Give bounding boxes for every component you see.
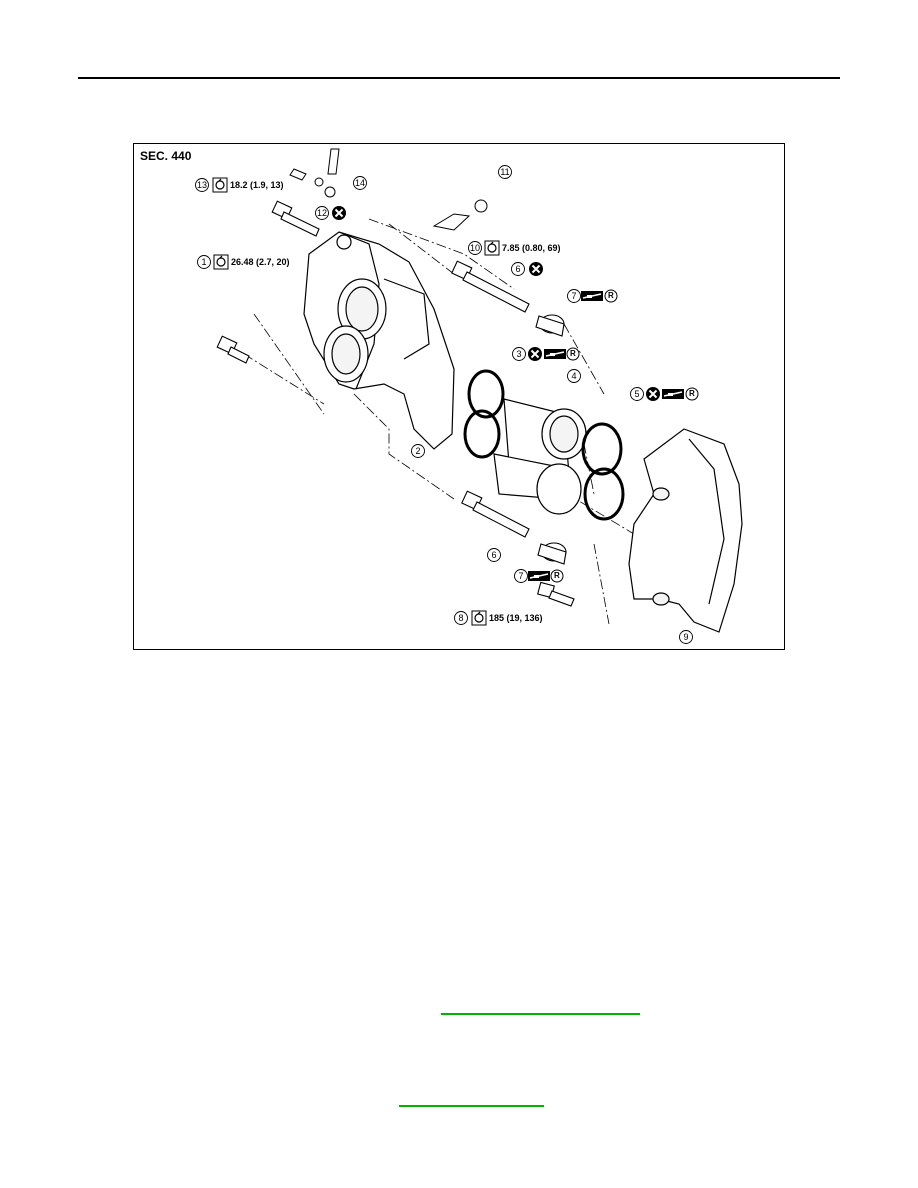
discard-icon <box>645 386 661 402</box>
callout-11: 11 <box>500 167 509 177</box>
torque-icon <box>212 177 228 193</box>
callout-6a: 6 <box>515 264 520 274</box>
callout-8: 8 <box>458 613 463 623</box>
torque-value-8: 185 (19, 136) <box>489 613 543 623</box>
callout-13: 13 <box>197 180 207 190</box>
r-mark: R <box>554 571 560 580</box>
torque-value-13: 18.2 (1.9, 13) <box>230 180 284 190</box>
callout-9: 9 <box>683 632 688 642</box>
grease-icon <box>527 570 551 582</box>
discard-icon <box>528 261 544 277</box>
cross-reference-link[interactable] <box>441 1013 640 1015</box>
torque-value-10: 7.85 (0.80, 69) <box>502 243 561 253</box>
callout-2: 2 <box>415 446 420 456</box>
callout-7b: 7 <box>518 571 523 581</box>
callout-12: 12 <box>317 208 327 218</box>
torque-icon <box>484 240 500 256</box>
torque-icon <box>213 254 229 270</box>
caliper-body <box>303 231 455 450</box>
cross-reference-link[interactable] <box>399 1105 544 1107</box>
callout-4: 4 <box>571 371 576 381</box>
caliper-drawing: 1 2 3 4 5 6 6 7 7 8 9 10 11 12 13 14 <box>195 148 743 644</box>
grease-icon <box>580 290 604 302</box>
torque-icon <box>471 610 487 626</box>
callout-10: 10 <box>470 243 480 253</box>
callout-1: 1 <box>201 257 206 267</box>
callout-14: 14 <box>355 178 365 188</box>
discard-icon <box>527 346 543 362</box>
grease-icon <box>661 388 685 400</box>
r-mark: R <box>608 291 614 300</box>
callout-numbers: 1 2 3 4 5 6 6 7 7 8 9 10 11 12 13 14 <box>195 165 693 644</box>
callout-7a: 7 <box>571 291 576 301</box>
torque-value-1: 26.48 (2.7, 20) <box>231 257 290 267</box>
callout-3: 3 <box>516 349 521 359</box>
discard-icon <box>331 205 347 221</box>
r-mark: R <box>570 349 576 358</box>
section-label: SEC. 440 <box>140 149 192 163</box>
header-rule <box>78 77 840 79</box>
r-mark: R <box>689 389 695 398</box>
grease-icon <box>543 348 567 360</box>
callout-6b: 6 <box>491 550 496 560</box>
torque-member <box>628 428 743 633</box>
callout-5: 5 <box>634 389 639 399</box>
exploded-view-figure: SEC. 440 <box>133 143 785 650</box>
